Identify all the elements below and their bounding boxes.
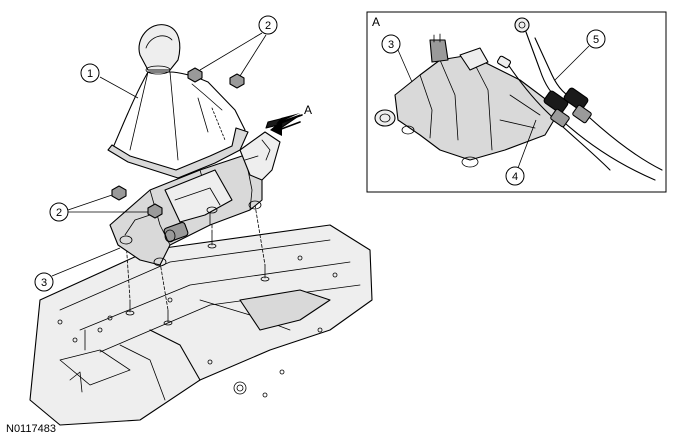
callout-shifter-main: 3: [34, 247, 121, 292]
svg-text:3: 3: [41, 277, 47, 289]
svg-text:3: 3: [388, 39, 394, 51]
figure-id: N0117483: [6, 423, 56, 435]
svg-text:5: 5: [593, 34, 599, 46]
shifter-assembly: [109, 131, 281, 267]
view-direction-arrow: [265, 113, 303, 136]
callout-nuts-bottom: 2: [49, 194, 148, 222]
detail-shifter-housing: [374, 33, 561, 168]
callout-shifter-detail: 3: [381, 34, 413, 83]
direction-arrow-label: A: [304, 103, 312, 117]
callout-shift-cables: 5: [554, 29, 606, 81]
floor-studs: [125, 231, 270, 326]
svg-text:1: 1: [87, 68, 93, 80]
callout-nuts-top: 2: [199, 15, 278, 77]
callout-boot: 1: [80, 63, 139, 99]
callout-cable-clip: 4: [505, 119, 537, 186]
detail-cables-dual: [514, 17, 663, 181]
shift-boot: [107, 24, 249, 179]
svg-text:2: 2: [56, 207, 62, 219]
svg-text:4: 4: [512, 171, 518, 183]
detail-cable-thin: [496, 55, 611, 171]
svg-text:2: 2: [265, 20, 271, 32]
floor-pan: [29, 224, 373, 426]
detail-view-label: A: [372, 15, 380, 29]
retaining-nuts: [111, 67, 245, 219]
